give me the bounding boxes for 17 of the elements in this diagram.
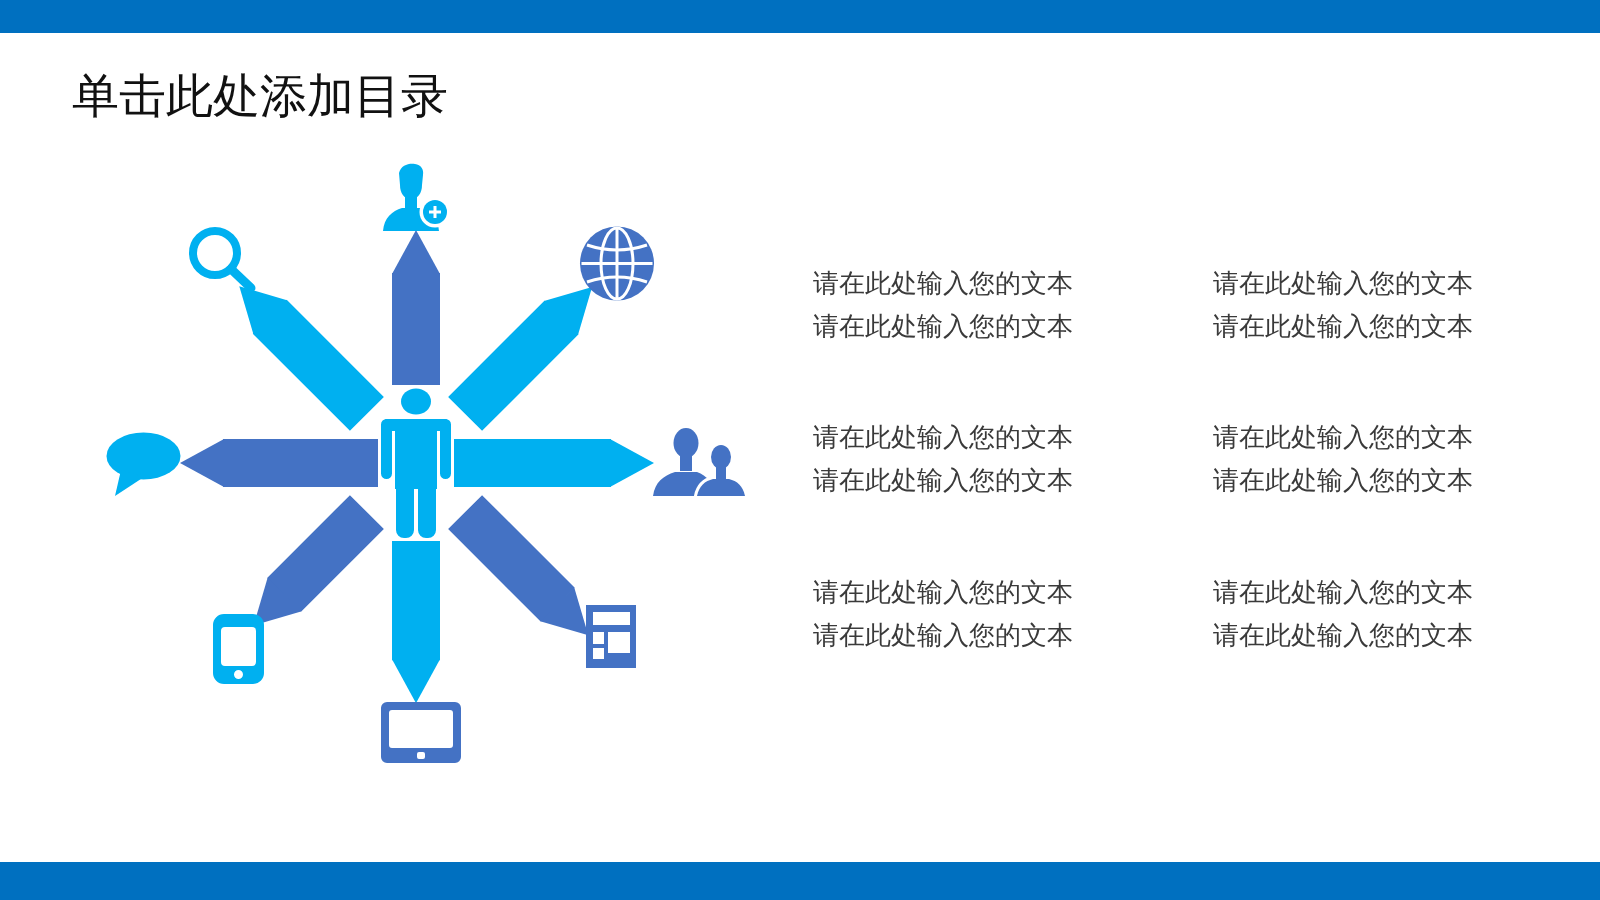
arrow (392, 541, 440, 704)
body-text: 请在此处输入您的文本请在此处输入您的文本 (813, 421, 1074, 497)
body-text: 请在此处输入您的文本请在此处输入您的文本 (1213, 267, 1474, 343)
add-user-icon (383, 163, 449, 231)
body-text: 请在此处输入您的文本请在此处输入您的文本 (1213, 576, 1474, 652)
person-icon (381, 388, 451, 538)
body-text: 请在此处输入您的文本请在此处输入您的文本 (1213, 421, 1474, 497)
globe-icon (580, 226, 654, 301)
phone-icon (213, 614, 264, 684)
users-icon (653, 428, 745, 496)
tablet-icon (381, 702, 461, 763)
title: 单击此处添加目录 (72, 67, 448, 125)
layout-icon (586, 605, 636, 668)
body-text: 请在此处输入您的文本请在此处输入您的文本 (813, 576, 1074, 652)
search-icon (188, 226, 257, 294)
speech-bubble-icon (106, 432, 181, 496)
body-text: 请在此处输入您的文本请在此处输入您的文本 (813, 267, 1074, 343)
